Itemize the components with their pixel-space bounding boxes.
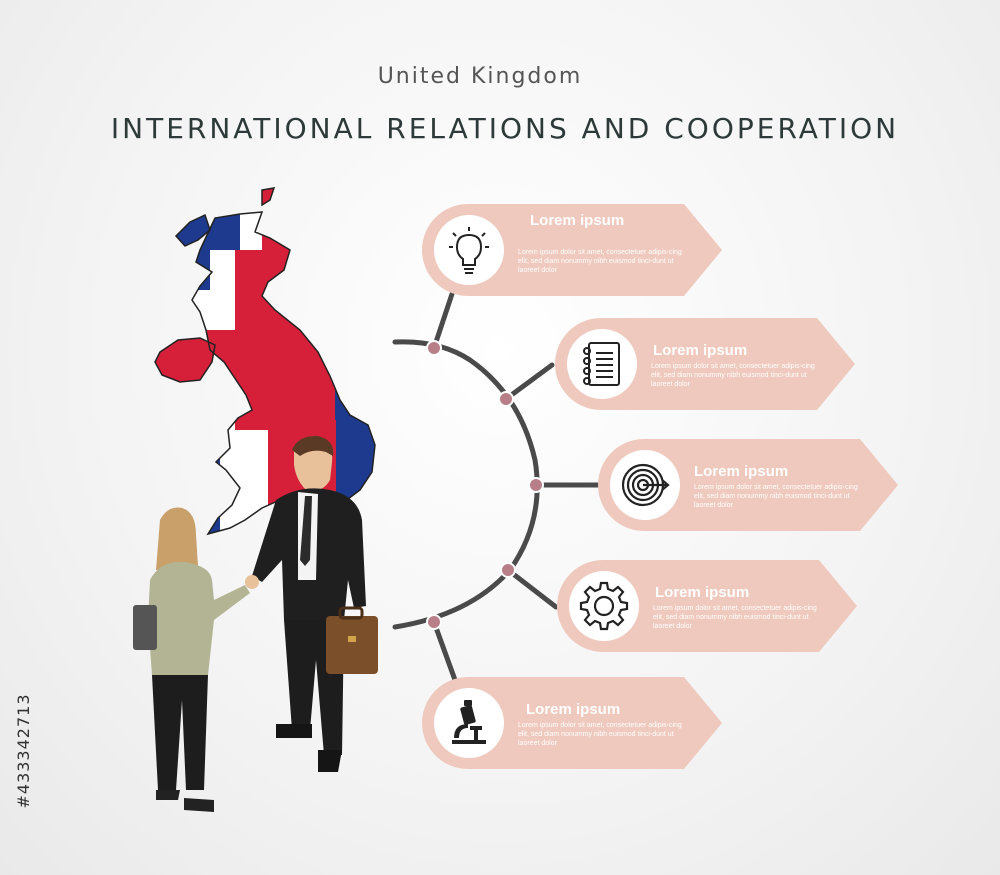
info-card-4: Lorem ipsum Lorem ipsum dolor sit amet, … (557, 560, 857, 652)
info-card-3: Lorem ipsum Lorem ipsum dolor sit amet, … (598, 439, 898, 531)
card-text: Lorem ipsum dolor sit amet, consectetuer… (518, 249, 682, 274)
card-title: Lorem ipsum (530, 212, 625, 229)
gear-icon (569, 571, 639, 641)
lightbulb-icon (434, 215, 504, 285)
info-card-5: Lorem ipsum Lorem ipsum dolor sit amet, … (422, 677, 722, 769)
page-title: INTERNATIONAL RELATIONS AND COOPERATION (110, 112, 900, 145)
notebook-icon (567, 329, 637, 399)
target-icon (610, 450, 680, 520)
connector-arc (392, 291, 603, 683)
card-text: Lorem ipsum dolor sit amet, consectetuer… (694, 484, 858, 509)
card-title: Lorem ipsum (694, 463, 789, 480)
subtitle: United Kingdom (377, 64, 583, 89)
info-card-2: Lorem ipsum Lorem ipsum dolor sit amet, … (555, 318, 855, 410)
card-text: Lorem ipsum dolor sit amet, consectetuer… (651, 363, 815, 388)
card-title: Lorem ipsum (653, 342, 748, 359)
connector-nodes (426, 340, 544, 630)
card-text: Lorem ipsum dolor sit amet, consectetuer… (653, 605, 817, 630)
info-card-1: Lorem ipsum Lorem ipsum dolor sit amet, … (422, 204, 722, 296)
businesswoman-figure (133, 507, 250, 812)
card-text: Lorem ipsum dolor sit amet, consectetuer… (518, 722, 682, 747)
businessman-figure (245, 435, 378, 772)
card-title: Lorem ipsum (655, 584, 750, 601)
card-title: Lorem ipsum (526, 701, 621, 718)
microscope-icon (434, 688, 504, 758)
